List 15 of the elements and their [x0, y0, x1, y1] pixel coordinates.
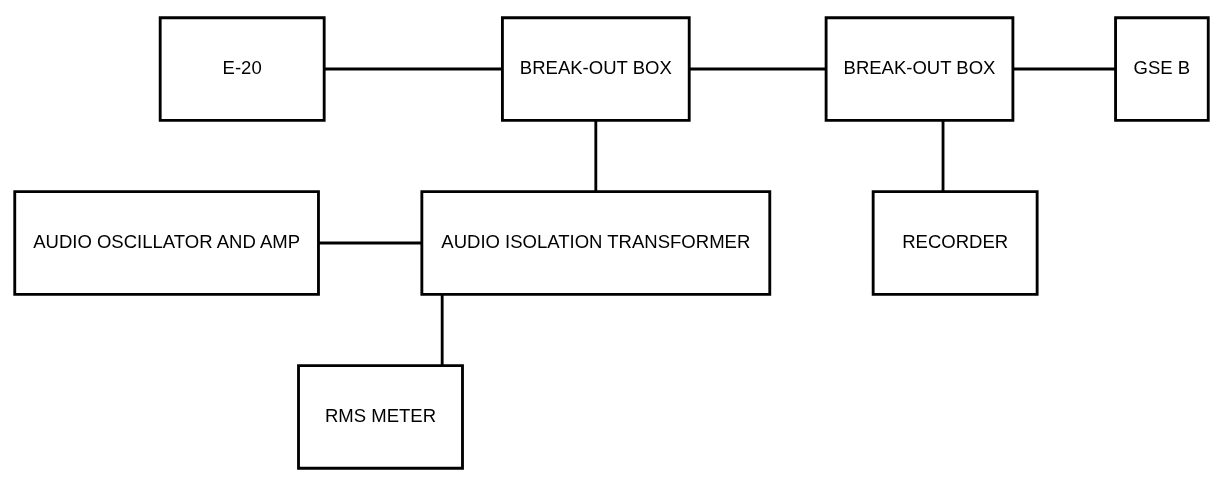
node-box: AUDIO OSCILLATOR AND AMP — [13, 189, 320, 296]
connector — [324, 67, 503, 70]
connector — [318, 241, 422, 244]
connector — [689, 67, 827, 70]
node-box: RECORDER — [871, 189, 1039, 296]
node-box: AUDIO ISOLATION TRANSFORMER — [420, 189, 772, 296]
node-box: BREAK-OUT BOX — [824, 15, 1015, 122]
node-box: GSE B — [1114, 15, 1210, 122]
connector — [1013, 67, 1116, 70]
node-box: BREAK-OUT BOX — [501, 15, 691, 122]
node-box: E-20 — [158, 15, 326, 122]
node-box: RMS METER — [297, 363, 464, 470]
connector — [440, 294, 444, 365]
connector — [594, 120, 598, 191]
connector — [941, 120, 945, 191]
